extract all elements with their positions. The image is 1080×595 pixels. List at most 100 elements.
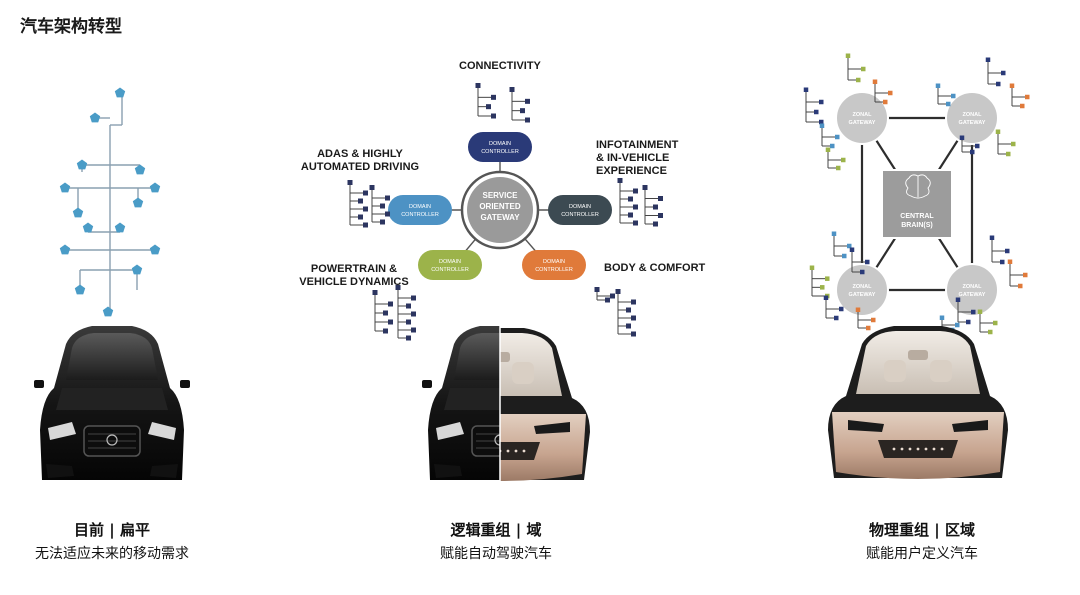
node-pentagon-icon — [76, 159, 88, 170]
zonal-gateway-group: ZONALGATEWAYZONALGATEWAYZONALGATEWAYZONA… — [835, 91, 999, 317]
caption-zonal-title: 物理重组 | 区域 — [869, 521, 975, 539]
node-tree — [831, 231, 852, 259]
domain-label-powertrain: POWERTRAIN &VEHICLE DYNAMICS — [299, 263, 409, 288]
svg-text:DOMAIN: DOMAIN — [569, 204, 591, 210]
gateway-label-line-3: GATEWAY — [480, 213, 520, 222]
domain-car-image — [421, 318, 590, 492]
gateway-label-line-2: ORIENTED — [479, 202, 521, 211]
node-tree — [819, 123, 840, 149]
zonal-gateway: ZONAL GATEWAY — [835, 91, 889, 145]
svg-text:CONTROLLER: CONTROLLER — [481, 149, 519, 155]
domain-controller-infotainment: DOMAIN CONTROLLER — [548, 195, 612, 225]
node-tree — [955, 297, 976, 325]
node-pentagon-icon — [149, 244, 161, 255]
svg-text:CONTROLLER: CONTROLLER — [431, 267, 469, 273]
node-pentagon-icon — [74, 284, 86, 295]
node-tree — [803, 87, 824, 125]
node-pentagon-icon — [72, 207, 84, 218]
caption-flat: 目前 | 扁平 无法适应未来的移动需求 — [0, 520, 262, 564]
zonal-gateway-label-line-2: GATEWAY — [849, 120, 876, 126]
caption-zonal: 物理重组 | 区域 赋能用户定义汽车 — [772, 520, 1072, 564]
node-tree — [1007, 259, 1028, 289]
node-tree — [509, 87, 530, 123]
flat-node-group — [59, 87, 161, 317]
node-tree — [872, 79, 893, 105]
zonal-gateway-label-line-1: ZONAL — [963, 112, 983, 118]
node-pentagon-icon — [89, 112, 101, 123]
central-brain-label-line-2: BRAIN(S) — [901, 222, 933, 229]
node-tree — [855, 307, 876, 331]
zonal-gateway-label-line-1: ZONAL — [853, 112, 873, 118]
zonal-gateway-label-line-1: ZONAL — [963, 284, 983, 290]
domain-label-connectivity: CONNECTIVITY — [459, 60, 541, 72]
node-tree — [642, 185, 663, 227]
domain-controller-body: DOMAIN CONTROLLER — [522, 250, 586, 280]
svg-text:CONTROLLER: CONTROLLER — [401, 212, 439, 218]
domain-controller-powertrain: DOMAIN CONTROLLER — [418, 250, 482, 280]
brain-icon — [905, 174, 931, 199]
zonal-gateway-label-line-2: GATEWAY — [849, 292, 876, 298]
node-tree — [989, 235, 1010, 265]
node-tree — [1009, 83, 1030, 109]
zonal-gateway: ZONAL GATEWAY — [945, 91, 999, 145]
domain-node-trees — [347, 83, 663, 341]
zonal-gateway-label-line-1: ZONAL — [853, 284, 873, 290]
node-pentagon-icon — [149, 182, 161, 193]
svg-text:CONTROLLER: CONTROLLER — [561, 212, 599, 218]
node-tree — [475, 83, 496, 119]
node-tree — [985, 57, 1006, 87]
zonal-node-trees — [803, 53, 1030, 335]
gateway-label-line-1: SERVICE — [483, 191, 519, 200]
node-tree — [615, 289, 636, 337]
node-pentagon-icon — [102, 306, 114, 317]
node-tree — [845, 53, 866, 83]
domain-label-body: BODY & COMFORT — [604, 262, 706, 274]
caption-domain-title: 逻辑重组 | 域 — [450, 521, 542, 539]
central-brain-label-line-1: CENTRAL — [900, 213, 934, 220]
node-tree — [825, 147, 846, 171]
current-car-image — [33, 325, 191, 481]
node-tree — [809, 265, 830, 299]
caption-domain-subtitle: 赋能自动驾驶汽车 — [440, 546, 552, 562]
node-tree — [372, 290, 393, 334]
node-pentagon-icon — [59, 244, 71, 255]
node-tree — [347, 180, 368, 228]
node-pentagon-icon — [132, 197, 144, 208]
node-tree — [594, 287, 615, 303]
node-pentagon-icon — [59, 182, 71, 193]
node-pentagon-icon — [131, 264, 143, 275]
node-pentagon-icon — [134, 164, 146, 175]
node-tree — [959, 135, 980, 155]
svg-text:CONTROLLER: CONTROLLER — [535, 267, 573, 273]
node-pentagon-icon — [82, 222, 94, 233]
svg-text:DOMAIN: DOMAIN — [409, 204, 431, 210]
service-oriented-gateway: SERVICE ORIENTED GATEWAY — [460, 170, 540, 250]
node-tree — [823, 295, 844, 321]
node-tree — [977, 309, 998, 335]
svg-text:DOMAIN: DOMAIN — [543, 259, 565, 265]
domain-controller-connectivity: DOMAIN CONTROLLER — [468, 132, 532, 162]
svg-text:DOMAIN: DOMAIN — [489, 141, 511, 147]
page-title: 汽车架构转型 — [20, 17, 122, 37]
zonal-gateway-label-line-2: GATEWAY — [959, 292, 986, 298]
node-pentagon-icon — [114, 87, 126, 98]
zonal-gateway: ZONAL GATEWAY — [835, 263, 889, 317]
caption-domain: 逻辑重组 | 域 赋能自动驾驶汽车 — [346, 520, 646, 564]
domain-controller-adas: DOMAIN CONTROLLER — [388, 195, 452, 225]
node-tree — [849, 247, 870, 275]
caption-flat-subtitle: 无法适应未来的移动需求 — [35, 546, 189, 562]
zonal-gateway: ZONAL GATEWAY — [945, 263, 999, 317]
node-tree — [935, 83, 956, 107]
svg-text:DOMAIN: DOMAIN — [439, 259, 461, 265]
node-tree — [617, 178, 638, 226]
central-brain: CENTRAL BRAIN(S) — [881, 169, 953, 239]
caption-flat-title: 目前 | 扁平 — [74, 521, 150, 539]
zonal-gateway-label-line-2: GATEWAY — [959, 120, 986, 126]
node-tree — [395, 285, 416, 341]
node-tree — [995, 129, 1016, 157]
zonal-car-image — [828, 326, 1008, 479]
node-tree — [369, 185, 390, 225]
